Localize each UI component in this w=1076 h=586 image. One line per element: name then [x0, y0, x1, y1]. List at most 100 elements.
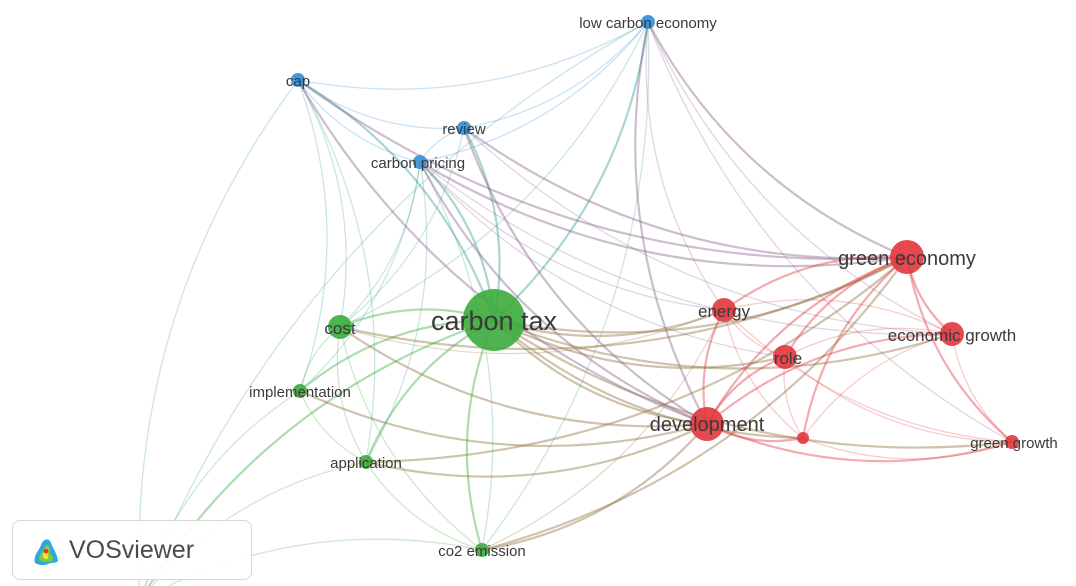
node-label-carbon-tax[interactable]: carbon tax — [431, 306, 558, 336]
node-label-co2-emission[interactable]: co2 emission — [438, 543, 526, 560]
node-economic-growth[interactable] — [940, 322, 964, 346]
link-co2-emission-carbon-pricing — [419, 161, 494, 551]
link-carbon-pricing-role — [419, 161, 786, 358]
node-cost[interactable] — [328, 315, 352, 339]
link-carbon-tax-green-growth — [493, 319, 1013, 449]
link-economic-growth-unlabeled-red — [802, 333, 953, 439]
link-cost-energy — [339, 309, 725, 355]
link-cap-low-carbon-economy — [297, 21, 649, 90]
link-carbon-pricing-low-carbon-economy — [419, 21, 649, 163]
link-co2-emission-energy — [481, 309, 725, 551]
node-carbon-pricing[interactable] — [413, 155, 427, 169]
link-carbon-tax-role — [493, 319, 786, 370]
link-cap-carbon-pricing — [297, 79, 421, 163]
link-economic-growth-energy — [723, 299, 953, 335]
node-development[interactable] — [690, 407, 724, 441]
link-carbon-pricing-development — [419, 161, 708, 426]
link-role-green-growth — [784, 356, 1013, 443]
node-label-green-growth[interactable]: green growth — [970, 435, 1058, 452]
node-low-carbon-economy[interactable] — [641, 15, 655, 29]
link-cost-review — [339, 127, 465, 328]
node-label-implementation[interactable]: implementation — [249, 384, 351, 401]
link-economic-growth-role — [784, 327, 953, 358]
node-label-role[interactable]: role — [774, 349, 802, 368]
node-application[interactable] — [359, 455, 373, 469]
link-carbon-pricing-economic-growth — [419, 161, 953, 336]
link-implementation-development — [299, 389, 708, 448]
link-application-cap — [297, 79, 376, 463]
node-implementation[interactable] — [293, 384, 307, 398]
link-carbon-pricing-energy — [419, 161, 725, 311]
link-carbon-tax-economic-growth — [493, 318, 953, 370]
link-cap-green-economy — [297, 79, 908, 261]
node-label-cost[interactable]: cost — [324, 319, 355, 338]
link-cost-development — [339, 326, 708, 428]
logo-text: VOSviewer — [69, 535, 195, 564]
link-application-carbon-pricing — [365, 161, 428, 463]
link-energy-green-growth — [723, 309, 1013, 443]
node-role[interactable] — [773, 345, 797, 369]
link-co2-emission-green-economy — [481, 256, 908, 552]
link-review-green-economy — [463, 127, 908, 260]
link-economic-growth-green-growth — [951, 333, 1013, 443]
link-carbon-tax-cap — [297, 79, 496, 321]
link-application-co2-emission — [365, 461, 483, 551]
node-cap[interactable] — [291, 73, 305, 87]
link-implementation-carbon-pricing — [299, 161, 421, 392]
link-review-economic-growth — [463, 127, 953, 335]
node-green-economy[interactable] — [890, 240, 924, 274]
link-application-green-economy — [365, 256, 908, 464]
link-cost-cap — [297, 79, 347, 328]
node-co2-emission[interactable] — [475, 543, 489, 557]
link-low-carbon-economy-development — [634, 21, 708, 425]
link-carbon-pricing-green-economy — [419, 161, 908, 268]
node-label-review[interactable]: review — [442, 121, 486, 138]
link-co2-emission-development — [481, 423, 708, 552]
link-green-economy-development — [706, 255, 908, 425]
link-carbon-tax-development — [493, 319, 708, 426]
link-low-carbon-economy-green-growth — [647, 21, 1013, 443]
node-layer — [291, 15, 1019, 557]
node-label-cap[interactable]: cap — [286, 73, 310, 90]
link-review-development — [462, 127, 708, 425]
node-unlabeled-red[interactable] — [797, 432, 809, 444]
link-green-economy-energy — [723, 255, 908, 311]
link-implementation-cap — [297, 79, 328, 392]
link-low-carbon-economy-offscreen-green — [144, 21, 649, 586]
link-co2-emission-low-carbon-economy — [481, 21, 650, 551]
link-carbon-tax-unlabeled-red — [493, 319, 804, 440]
link-green-economy-unlabeled-red — [801, 256, 908, 439]
link-carbon-tax-green-economy — [493, 256, 908, 334]
link-cost-application — [336, 326, 367, 463]
link-cap-offscreen-green — [138, 79, 299, 586]
link-layer — [138, 21, 1013, 586]
link-low-carbon-economy-green-economy — [647, 21, 908, 259]
node-label-development[interactable]: development — [650, 414, 765, 436]
node-label-application[interactable]: application — [330, 455, 402, 472]
link-low-carbon-economy-economic-growth — [647, 21, 953, 335]
node-energy[interactable] — [712, 298, 736, 322]
link-cap-development — [297, 79, 708, 426]
vosviewer-logo: VOSviewer — [12, 520, 252, 580]
link-green-economy-role — [784, 255, 908, 358]
node-label-carbon-pricing[interactable]: carbon pricing — [371, 155, 465, 172]
node-label-energy[interactable]: energy — [698, 302, 750, 321]
node-label-green-economy[interactable]: green economy — [838, 248, 976, 270]
link-application-development — [365, 423, 708, 478]
node-review[interactable] — [457, 121, 471, 135]
node-green-growth[interactable] — [1005, 435, 1019, 449]
node-carbon-tax[interactable] — [463, 289, 525, 351]
link-cost-co2-emission — [339, 326, 483, 551]
node-label-low-carbon-economy[interactable]: low carbon economy — [579, 15, 717, 32]
link-cost-green-economy — [339, 256, 908, 351]
link-implementation-application — [299, 390, 367, 463]
link-cost-low-carbon-economy — [339, 21, 649, 328]
link-review-low-carbon-economy — [463, 21, 649, 129]
node-label-economic-growth[interactable]: economic growth — [888, 326, 1017, 345]
link-cost-carbon-pricing — [339, 161, 421, 328]
vosviewer-logo-icon — [34, 539, 58, 566]
link-economic-growth-development — [706, 332, 953, 425]
link-carbon-tax-co2-emission — [465, 319, 496, 551]
link-low-carbon-economy-energy — [645, 21, 725, 311]
